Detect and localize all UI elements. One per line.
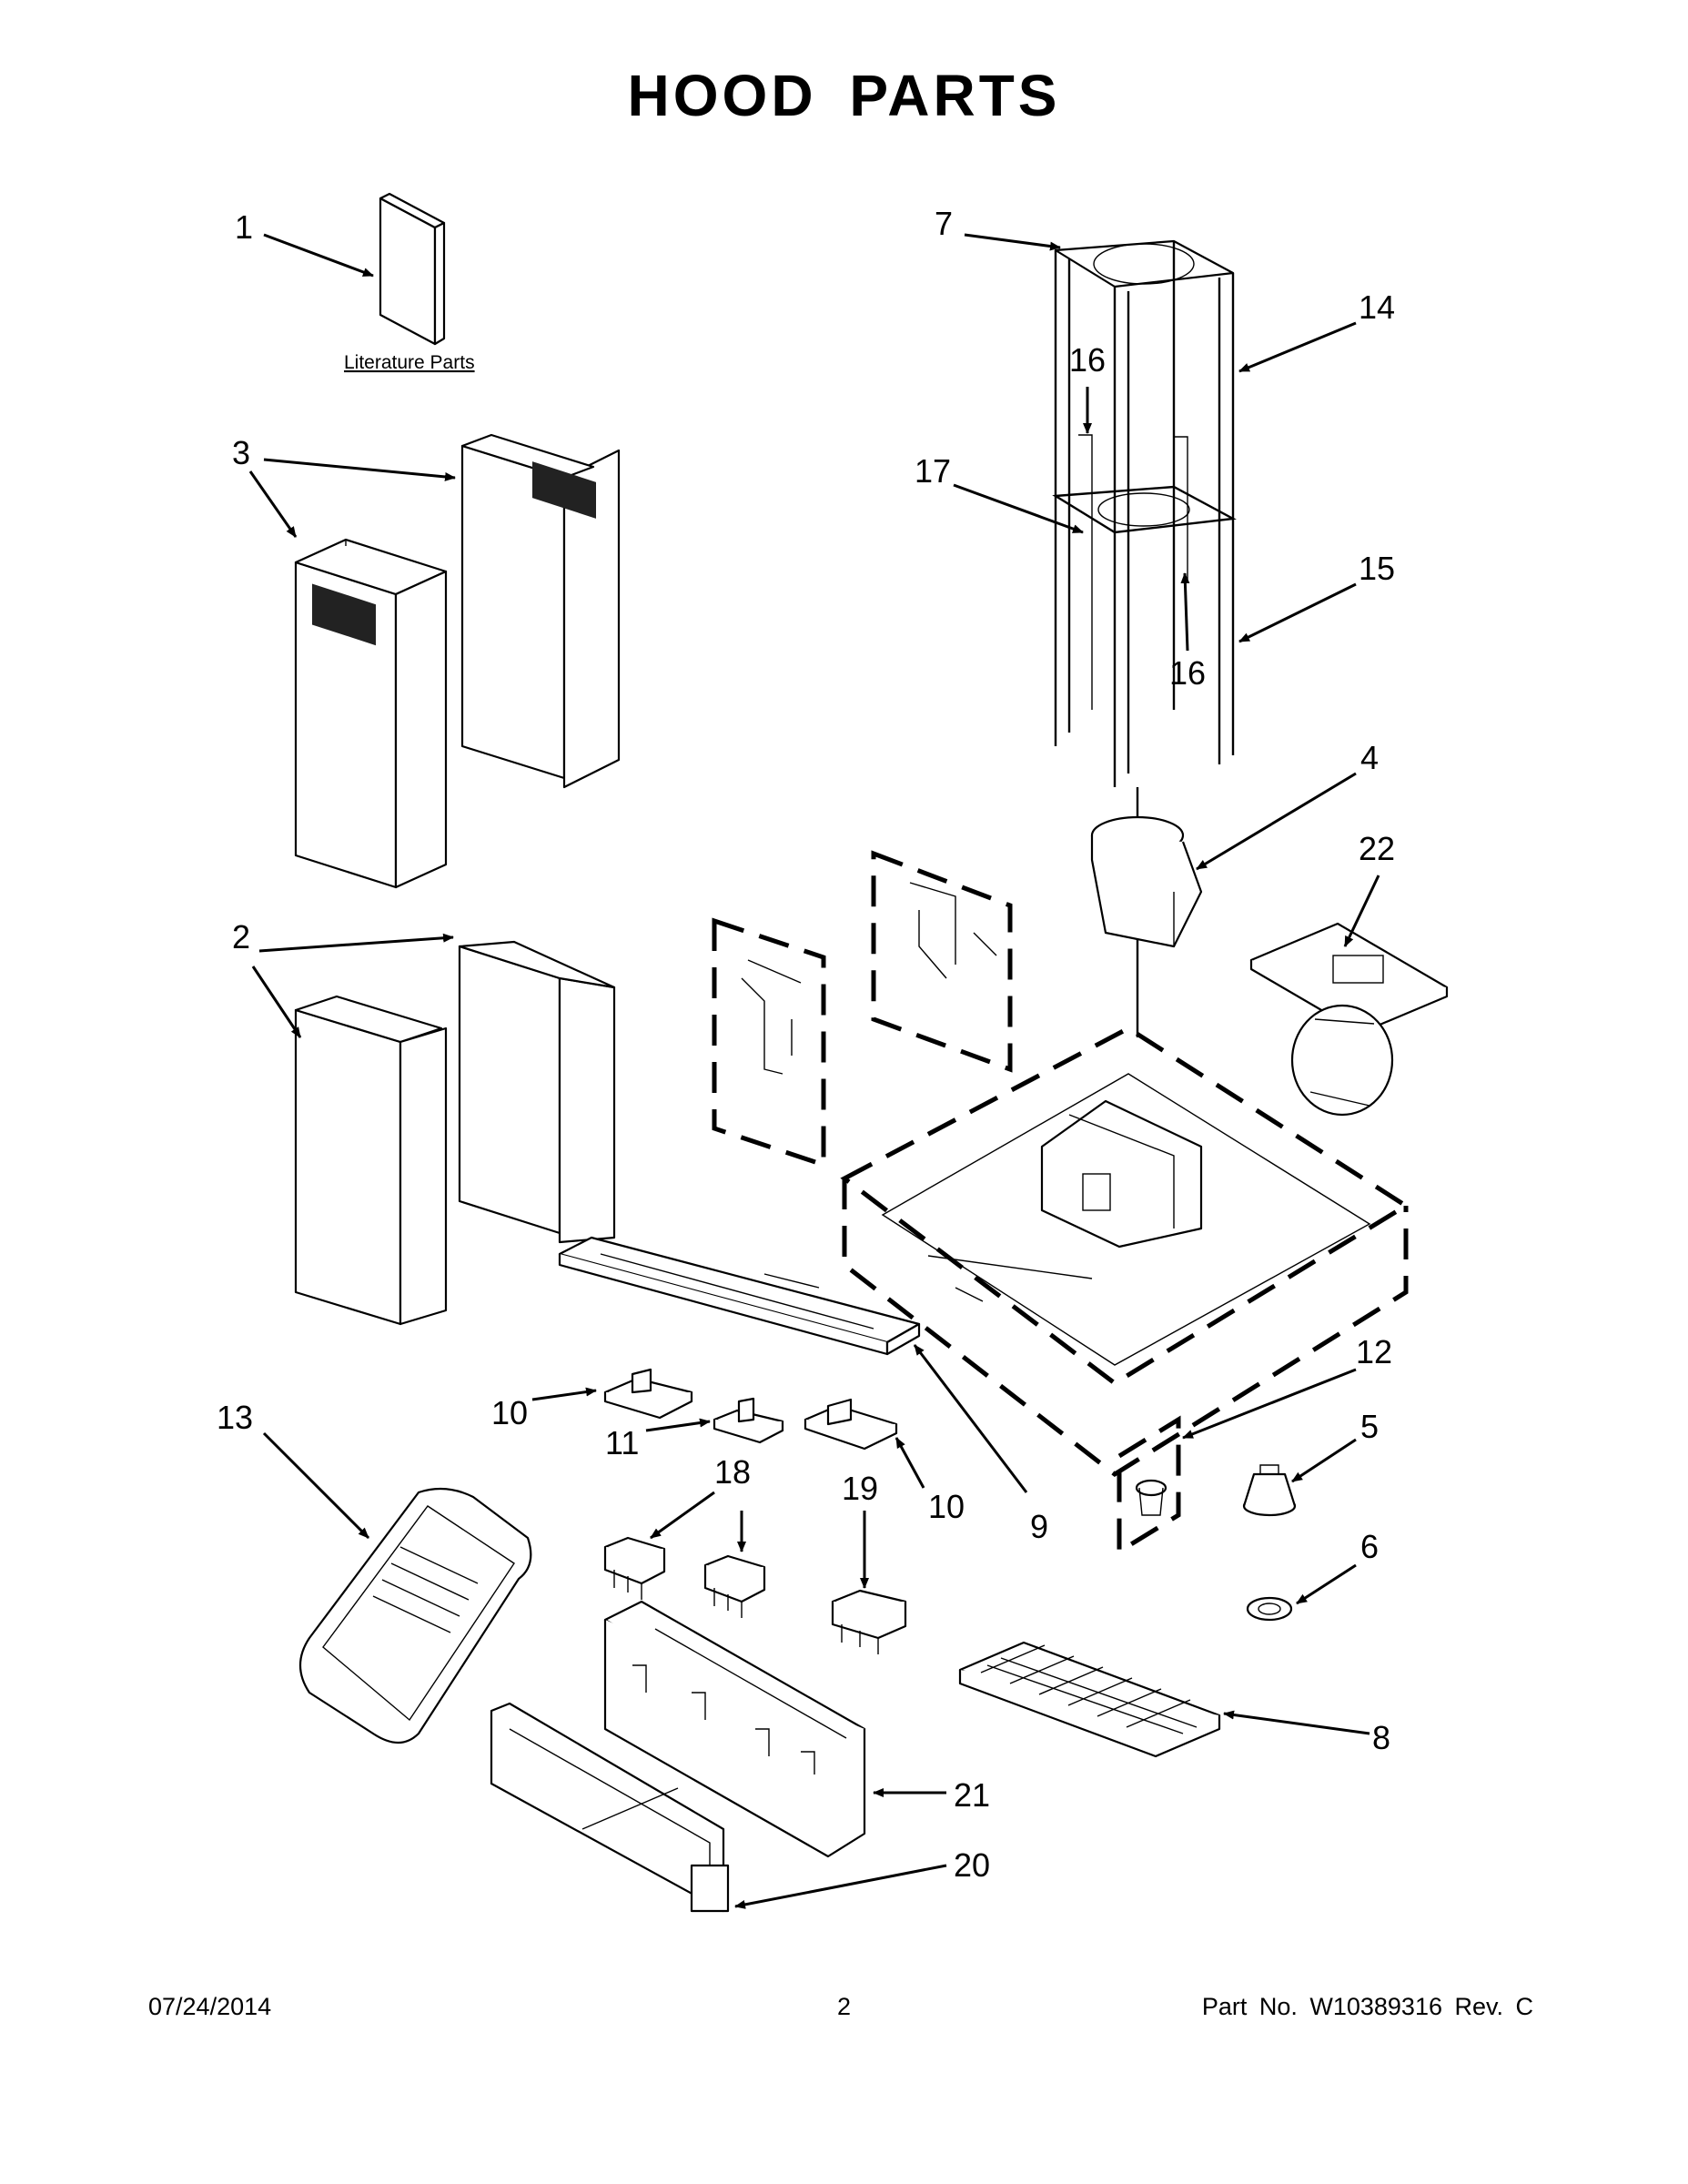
callout-16-lower: 16 (1169, 654, 1206, 692)
footer-part-number: Part No. W10389316 Rev. C (1201, 1993, 1533, 2020)
footer-page-number: 2 (836, 1993, 852, 2020)
callout-2: 2 (232, 918, 250, 956)
wiring-bracket-group (712, 850, 1013, 1168)
callout-22: 22 (1359, 830, 1395, 867)
callout-15: 15 (1359, 550, 1395, 587)
page-title: HOOD PARTS (627, 63, 1061, 128)
switch-housing-drawing (603, 1600, 866, 1858)
callout-20: 20 (954, 1846, 990, 1884)
control-board-drawing (490, 1702, 730, 1913)
callout-6: 6 (1360, 1528, 1379, 1565)
callout-8: 8 (1372, 1719, 1390, 1756)
callout-5: 5 (1360, 1408, 1379, 1445)
callout-3: 3 (232, 434, 250, 471)
bulb-drawing (1242, 1464, 1297, 1517)
blower-drawing (1249, 922, 1449, 1117)
callout-10-left: 10 (491, 1394, 528, 1431)
leader-arrows (248, 233, 1380, 1909)
callout-16-upper: 16 (1069, 341, 1106, 379)
callout-labels: 1 2 3 4 5 6 7 8 9 10 10 11 12 13 14 15 1… (217, 205, 1395, 1884)
control-buttons-drawing (603, 1368, 898, 1451)
lamp-socket-drawing (1117, 1415, 1181, 1556)
upper-duct-cover-drawing (294, 433, 621, 889)
footer-date: 07/24/2014 (148, 1993, 272, 2020)
literature-parts-label: Literature Parts (344, 352, 475, 373)
hood-canopy-drawing (840, 1026, 1410, 1478)
callout-10-right: 10 (928, 1488, 965, 1525)
callout-21: 21 (954, 1776, 990, 1814)
lens-ring-drawing (1246, 1596, 1293, 1622)
callout-4: 4 (1360, 739, 1379, 776)
callout-11: 11 (605, 1424, 639, 1461)
callout-12: 12 (1356, 1333, 1392, 1370)
callout-19: 19 (842, 1470, 878, 1507)
literature-part-drawing (379, 192, 446, 346)
switches-drawing (603, 1536, 907, 1654)
callout-7: 7 (935, 205, 953, 242)
lower-duct-cover-drawing (294, 940, 616, 1326)
duct-adapter-drawing (1090, 815, 1203, 948)
callout-13: 13 (217, 1399, 253, 1436)
callout-14: 14 (1359, 288, 1395, 326)
callout-17: 17 (915, 452, 951, 490)
control-panel-frame-drawing (558, 1236, 921, 1356)
callout-1: 1 (235, 208, 253, 246)
callout-18: 18 (714, 1453, 751, 1491)
callout-9: 9 (1030, 1508, 1048, 1545)
grease-filter-drawing (958, 1641, 1221, 1758)
installation-manual-drawing (299, 1487, 532, 1744)
